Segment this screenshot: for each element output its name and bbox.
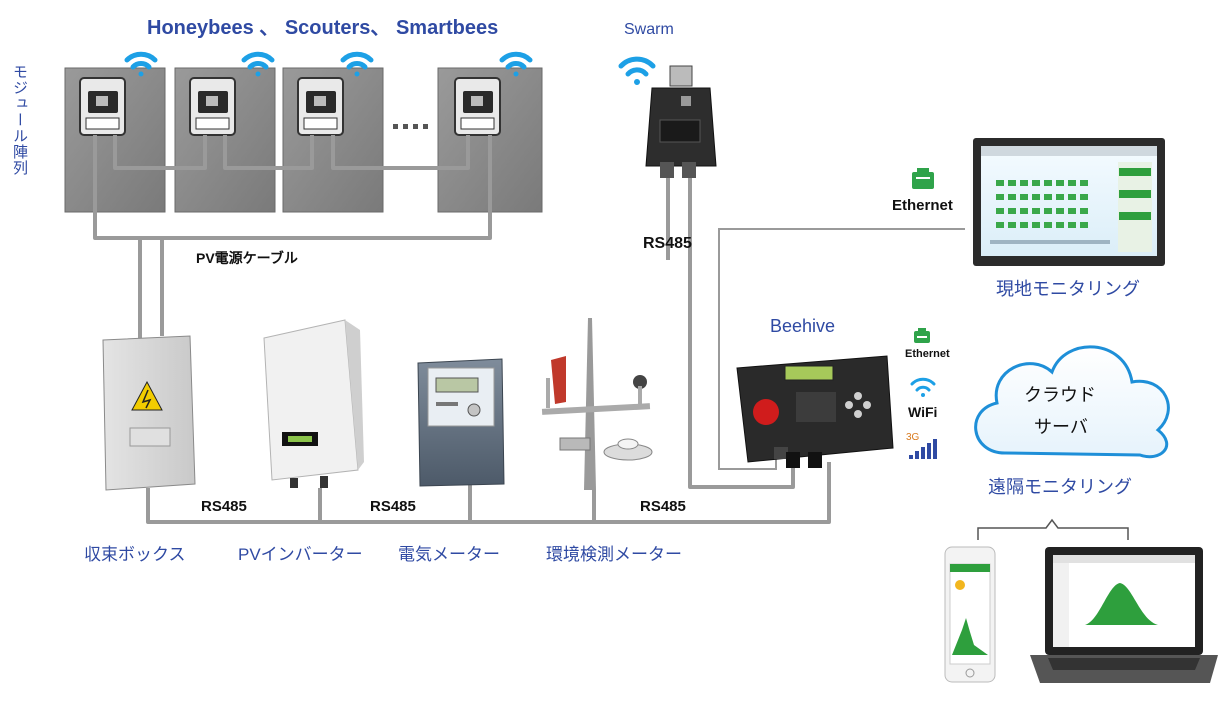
optimizer-device-4 <box>454 77 501 136</box>
remote-monitoring-label: 遠隔モニタリング <box>988 477 1132 497</box>
pv-cable-label: PV電源ケーブル <box>196 250 298 266</box>
module-types-label: Honeybees 、 Scouters、 Smartbees <box>147 17 499 39</box>
rs485-bus <box>146 462 831 524</box>
ethernet-cable <box>718 228 965 470</box>
cloud-icon <box>974 345 1170 459</box>
electric-meter-label: 電気メーター <box>398 545 500 564</box>
wifi-label: WiFi <box>908 404 938 420</box>
local-monitoring-label: 現地モニタリング <box>996 279 1140 299</box>
laptop <box>1030 547 1218 683</box>
combiner-box-label: 収束ボックス <box>84 545 186 564</box>
pv-inverter <box>263 319 364 488</box>
swarm-cable-2 <box>688 175 795 489</box>
cloud-label-line2: サーバ <box>1034 417 1088 437</box>
wifi-icon <box>910 377 936 397</box>
pv-inverter-label: PVインバーター <box>238 545 363 564</box>
wifi-icon <box>618 56 656 85</box>
pv-power-cable <box>93 135 492 240</box>
ethernet-label: Ethernet <box>892 197 953 214</box>
three-g-label: 3G <box>906 432 920 443</box>
ethernet-small-label: Ethernet <box>905 348 950 360</box>
rs485-label-1: RS485 <box>201 498 247 515</box>
wifi-icon <box>499 51 533 77</box>
wifi-icon <box>340 51 374 77</box>
weather-station <box>541 318 653 490</box>
local-monitor <box>973 138 1165 266</box>
beehive-label: Beehive <box>770 316 836 336</box>
electric-meter <box>417 358 505 487</box>
cloud-label-line1: クラウド <box>1024 385 1096 405</box>
combiner-feed-cable <box>138 238 164 340</box>
beehive-device <box>736 355 894 468</box>
rs485-label-3: RS485 <box>640 498 686 515</box>
remote-bracket <box>977 518 1129 540</box>
optimizer-devices <box>79 77 501 136</box>
rs485-swarm-label: RS485 <box>643 235 692 252</box>
combiner-box <box>102 335 196 491</box>
ethernet-icon <box>912 168 934 189</box>
ethernet-small-icon <box>914 328 930 343</box>
swarm-label: Swarm <box>624 21 674 38</box>
wifi-icons <box>124 51 936 397</box>
array-label: モジュール陣列 <box>11 64 28 176</box>
rs485-label-2: RS485 <box>370 498 416 515</box>
env-meter-label: 環境検測メーター <box>546 545 682 564</box>
wifi-icon <box>241 51 275 77</box>
smartphone <box>944 546 996 683</box>
cables <box>93 135 831 524</box>
signal-bars-icon <box>909 439 937 459</box>
swarm-device <box>645 65 717 178</box>
wifi-icon <box>124 51 158 77</box>
series-cable <box>113 135 470 170</box>
optimizer-device-1 <box>79 77 126 136</box>
ellipsis-dots <box>393 124 428 129</box>
optimizer-device-2 <box>189 77 236 136</box>
optimizer-device-3 <box>297 77 344 136</box>
